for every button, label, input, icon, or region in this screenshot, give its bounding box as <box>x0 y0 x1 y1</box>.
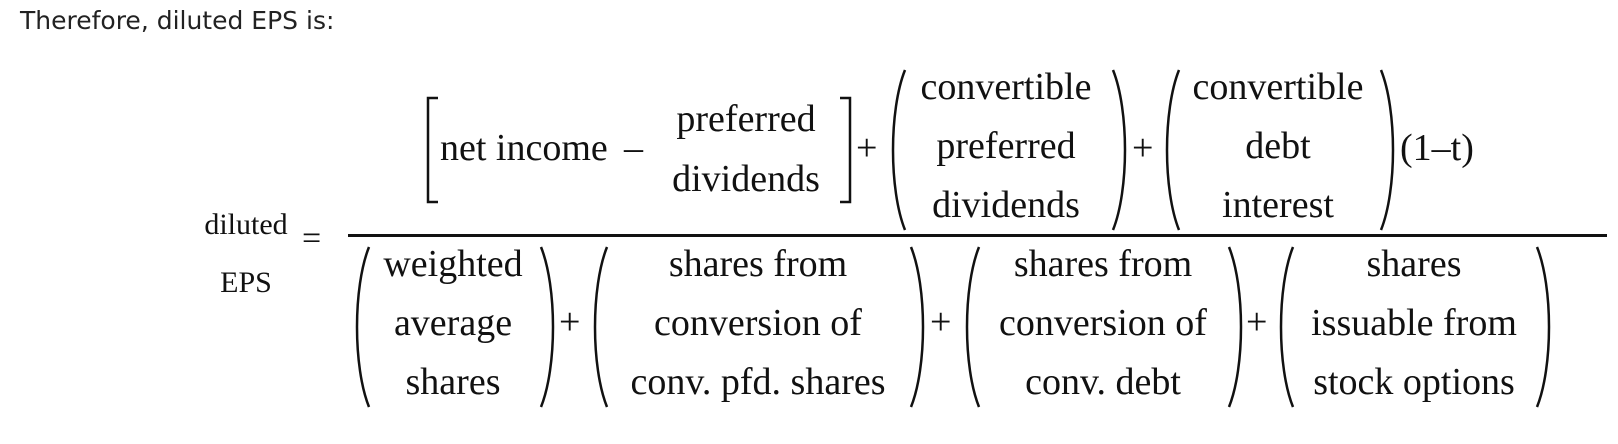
conv-debt-int-line-2: debt <box>1245 125 1311 167</box>
conv-pfd-div-line-1: convertible <box>920 66 1092 108</box>
plus-sign-num-1: + <box>856 127 878 169</box>
shares-conv-debt-line-3: conv. debt <box>1025 361 1181 403</box>
shares-conv-debt-line-2: conversion of <box>999 302 1207 344</box>
left-paren <box>891 69 907 231</box>
shares-conv-debt-stack: shares from conversion of conv. debt <box>978 235 1228 412</box>
weighted-average-shares-stack: weighted average shares <box>370 235 536 412</box>
conv-pfd-div-line-3: dividends <box>932 184 1080 226</box>
left-paren <box>965 246 981 408</box>
shares-conv-pfd-stack: shares from conversion of conv. pfd. sha… <box>606 235 910 412</box>
plus-sign-den-2: + <box>930 301 952 343</box>
lhs-line-2: EPS <box>220 266 272 299</box>
plus-sign-den-1: + <box>559 301 581 343</box>
right-paren <box>1535 246 1551 408</box>
weighted-avg-line-1: weighted <box>383 243 523 285</box>
preferred-dividends-line-1: preferred <box>676 98 816 140</box>
fraction-bar <box>348 234 1607 237</box>
shares-conv-pfd-line-2: conversion of <box>654 302 862 344</box>
shares-options-line-1: shares <box>1366 243 1462 285</box>
shares-conv-pfd-line-1: shares from <box>668 243 848 285</box>
tax-factor: (1–t) <box>1400 127 1474 169</box>
plus-sign-den-3: + <box>1246 301 1268 343</box>
intro-text: Therefore, diluted EPS is: <box>20 6 335 35</box>
right-paren <box>1379 69 1395 231</box>
right-paren <box>1111 69 1127 231</box>
left-paren <box>593 246 609 408</box>
minus-sign: – <box>624 127 643 169</box>
conv-debt-int-line-3: interest <box>1222 184 1334 226</box>
lhs-label: diluted EPS <box>190 196 302 312</box>
weighted-avg-line-2: average <box>393 302 513 344</box>
lhs-line-1: diluted <box>204 208 288 241</box>
equals-sign: = <box>302 220 322 257</box>
shares-conv-pfd-line-3: conv. pfd. shares <box>630 361 886 403</box>
convertible-debt-interest-stack: convertible debt interest <box>1178 58 1378 235</box>
left-paren <box>1279 246 1295 408</box>
plus-sign-num-2: + <box>1132 127 1154 169</box>
shares-options-line-3: stock options <box>1313 361 1515 403</box>
right-paren <box>909 246 925 408</box>
right-paren <box>539 246 555 408</box>
preferred-dividends-line-2: dividends <box>672 158 820 200</box>
shares-options-stack: shares issuable from stock options <box>1292 235 1536 412</box>
conv-debt-int-line-1: convertible <box>1192 66 1364 108</box>
convertible-preferred-dividends-stack: convertible preferred dividends <box>905 58 1107 235</box>
shares-options-line-2: issuable from <box>1311 302 1517 344</box>
net-income-label: net income <box>440 127 608 169</box>
conv-pfd-div-line-2: preferred <box>936 125 1076 167</box>
right-paren <box>1227 246 1243 408</box>
left-square-bracket <box>426 96 438 204</box>
left-paren <box>1165 69 1181 231</box>
preferred-dividends-stack: preferred dividends <box>660 89 832 209</box>
weighted-avg-line-3: shares <box>405 361 501 403</box>
shares-conv-debt-line-1: shares from <box>1013 243 1193 285</box>
right-square-bracket <box>840 96 852 204</box>
left-paren <box>355 246 371 408</box>
